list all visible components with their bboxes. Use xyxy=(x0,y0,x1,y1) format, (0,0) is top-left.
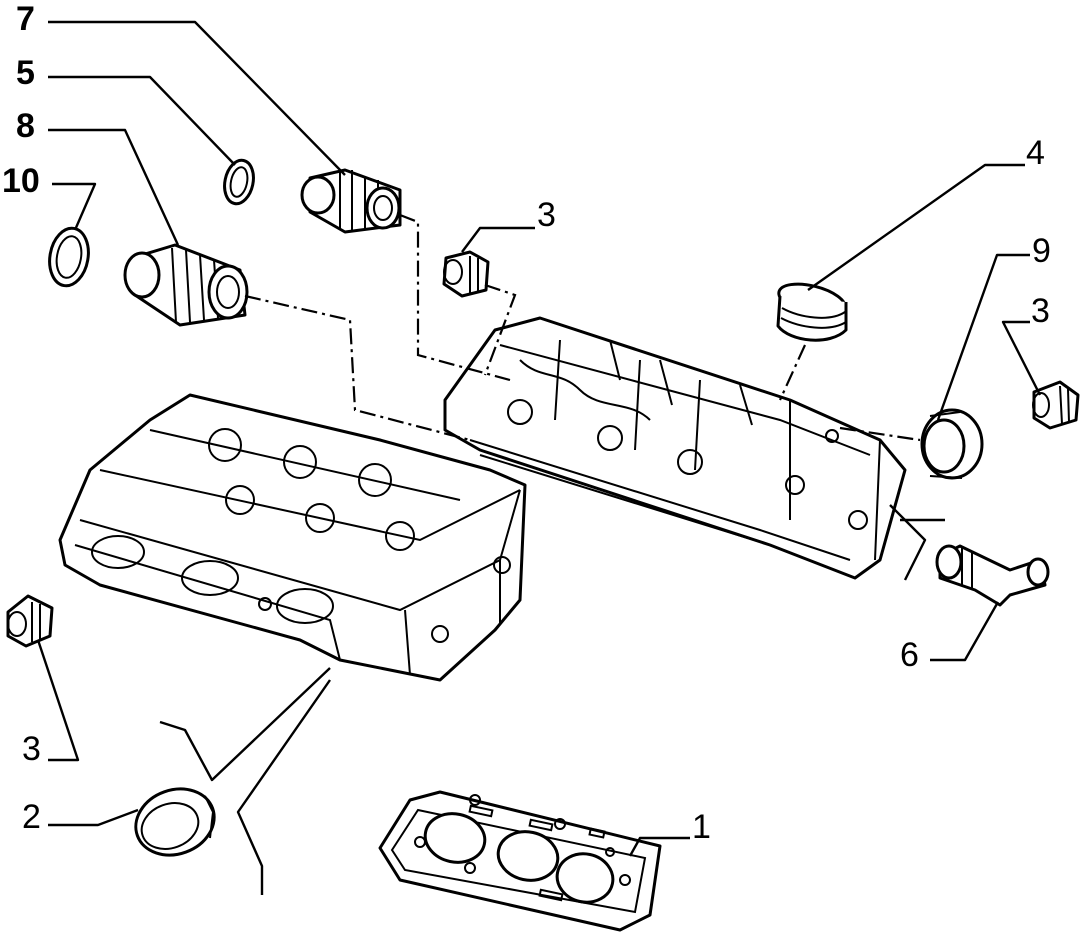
cylinder-head xyxy=(58,393,527,682)
part-3-plug-upper xyxy=(442,250,490,298)
break-symbols xyxy=(159,504,945,895)
alignment-lines xyxy=(244,213,921,442)
part-7-union xyxy=(300,168,402,234)
part-4-cap xyxy=(776,282,848,342)
part-3-plug-right xyxy=(1032,380,1080,430)
callout-2: 2 xyxy=(22,798,41,836)
callout-8: 8 xyxy=(16,107,35,145)
part-9-seal xyxy=(920,408,984,480)
part-6-elbow xyxy=(935,544,1050,607)
callout-3-right: 3 xyxy=(1031,292,1050,330)
part-8-union xyxy=(123,243,249,327)
callout-6: 6 xyxy=(900,636,919,674)
part-5-ring xyxy=(223,158,255,206)
part-2-seal-ring xyxy=(134,787,216,857)
part-1-head-gasket xyxy=(378,790,662,932)
callout-7: 7 xyxy=(16,0,35,38)
callout-1: 1 xyxy=(692,808,711,846)
callout-4: 4 xyxy=(1026,134,1045,172)
callout-3-upper: 3 xyxy=(537,196,556,234)
callout-labels: 7 5 8 10 3 4 9 3 6 3 2 1 xyxy=(2,0,1051,846)
callout-5: 5 xyxy=(16,54,35,92)
callout-10: 10 xyxy=(2,162,40,200)
callout-3-left: 3 xyxy=(22,730,41,768)
part-10-ring xyxy=(48,226,90,288)
camshaft-carrier xyxy=(443,316,907,580)
part-3-plug-left xyxy=(6,594,54,648)
leader-lines xyxy=(36,20,1042,857)
callout-9: 9 xyxy=(1032,232,1051,270)
